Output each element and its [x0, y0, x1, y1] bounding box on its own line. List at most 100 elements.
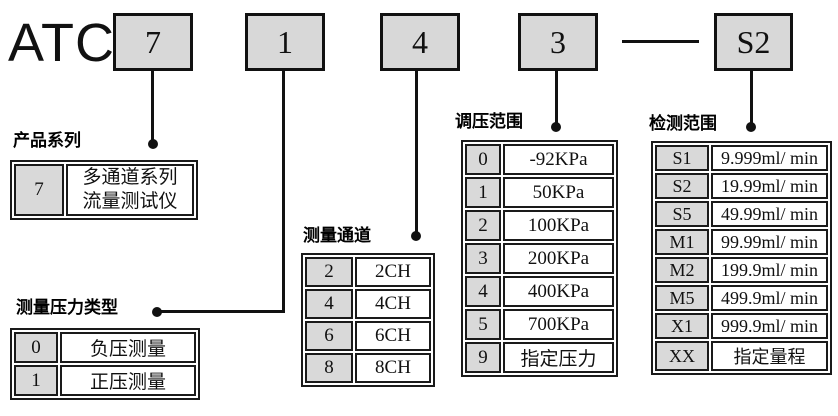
section-title-series: 产品系列 — [13, 131, 81, 150]
table-channels: 2 2CH 4 4CH 6 6CH 8 8CH — [301, 253, 435, 387]
regulation-code-cell: 0 — [465, 144, 501, 175]
channels-code-cell: 8 — [305, 353, 353, 383]
section-title-regulation: 调压范围 — [455, 112, 523, 131]
connector-line-pressure-type-vertical — [282, 70, 285, 313]
detection-code-cell: M5 — [655, 285, 709, 311]
table-row: 1 50KPa — [465, 177, 614, 208]
pressure-type-value-cell: 正压测量 — [60, 365, 196, 396]
detection-code-cell: S1 — [655, 145, 709, 171]
table-row: 0 负压测量 — [14, 332, 196, 363]
table-row: 2 2CH — [305, 257, 431, 287]
model-box-series: 7 — [113, 13, 193, 71]
model-box-channels-code: 4 — [412, 23, 428, 60]
table-series: 7 多通道系列 流量测试仪 — [10, 160, 198, 220]
table-regulation: 0 -92KPa 1 50KPa 2 100KPa 3 200KPa 4 400… — [461, 140, 618, 377]
model-box-pressure-type: 1 — [245, 13, 325, 71]
detection-code-cell: M1 — [655, 229, 709, 255]
table-row: 2 100KPa — [465, 210, 614, 241]
section-title-pressure-type: 测量压力类型 — [16, 298, 118, 317]
dash-separator — [622, 40, 699, 43]
regulation-code-cell: 2 — [465, 210, 501, 241]
series-code-cell: 7 — [14, 164, 64, 216]
regulation-value-cell: 100KPa — [503, 210, 614, 241]
table-row: X1 999.9ml/ min — [655, 313, 828, 339]
detection-value-cell: 指定量程 — [711, 341, 828, 371]
table-row: 4 4CH — [305, 289, 431, 319]
table-row: S1 9.999ml/ min — [655, 145, 828, 171]
regulation-code-cell: 5 — [465, 309, 501, 340]
section-title-detection: 检测范围 — [649, 114, 717, 133]
detection-code-cell: S5 — [655, 201, 709, 227]
table-row: 1 正压测量 — [14, 365, 196, 396]
channels-value-cell: 4CH — [355, 289, 431, 319]
regulation-value-cell: 指定压力 — [503, 342, 614, 373]
model-prefix: ATC — [8, 13, 115, 73]
table-row: 3 200KPa — [465, 243, 614, 274]
connector-line-detection — [750, 70, 753, 127]
regulation-value-cell: 50KPa — [503, 177, 614, 208]
connector-dot-detection — [746, 122, 756, 132]
series-value-line2: 流量测试仪 — [82, 191, 178, 212]
table-row: 9 指定压力 — [465, 342, 614, 373]
channels-value-cell: 8CH — [355, 353, 431, 383]
table-row: S5 49.99ml/ min — [655, 201, 828, 227]
regulation-value-cell: 400KPa — [503, 276, 614, 307]
detection-value-cell: 99.99ml/ min — [711, 229, 828, 255]
detection-value-cell: 9.999ml/ min — [711, 145, 828, 171]
regulation-value-cell: -92KPa — [503, 144, 614, 175]
table-detection: S1 9.999ml/ min S2 19.99ml/ min S5 49.99… — [651, 141, 832, 375]
channels-code-cell: 6 — [305, 321, 353, 351]
table-row: M2 199.9ml/ min — [655, 257, 828, 283]
pressure-type-code-cell: 0 — [14, 332, 58, 363]
model-box-regulation-code: 3 — [550, 23, 566, 60]
table-row: 4 400KPa — [465, 276, 614, 307]
detection-value-cell: 49.99ml/ min — [711, 201, 828, 227]
table-pressure-type: 0 负压测量 1 正压测量 — [10, 328, 200, 400]
regulation-code-cell: 9 — [465, 342, 501, 373]
connector-dot-regulation — [551, 122, 561, 132]
channels-code-cell: 2 — [305, 257, 353, 287]
model-box-detection: S2 — [714, 13, 793, 71]
table-row: 6 6CH — [305, 321, 431, 351]
table-row: 5 700KPa — [465, 309, 614, 340]
detection-value-cell: 199.9ml/ min — [711, 257, 828, 283]
table-row: 7 多通道系列 流量测试仪 — [14, 164, 194, 216]
table-row: M1 99.99ml/ min — [655, 229, 828, 255]
connector-dot-channels — [411, 231, 421, 241]
detection-code-cell: X1 — [655, 313, 709, 339]
channels-code-cell: 4 — [305, 289, 353, 319]
connector-dot-series — [148, 139, 158, 149]
table-row: 0 -92KPa — [465, 144, 614, 175]
regulation-code-cell: 1 — [465, 177, 501, 208]
channels-value-cell: 6CH — [355, 321, 431, 351]
regulation-code-cell: 3 — [465, 243, 501, 274]
connector-line-series — [151, 70, 154, 143]
connector-line-pressure-type-horizontal — [158, 310, 285, 313]
table-row: M5 499.9ml/ min — [655, 285, 828, 311]
model-box-series-code: 7 — [145, 23, 161, 60]
connector-line-channels — [415, 70, 418, 236]
regulation-value-cell: 200KPa — [503, 243, 614, 274]
model-box-detection-code: S2 — [736, 23, 771, 60]
detection-code-cell: M2 — [655, 257, 709, 283]
detection-code-cell: S2 — [655, 173, 709, 199]
table-row: XX 指定量程 — [655, 341, 828, 371]
series-value-line1: 多通道系列 — [82, 167, 178, 188]
table-row: S2 19.99ml/ min — [655, 173, 828, 199]
detection-value-cell: 499.9ml/ min — [711, 285, 828, 311]
model-box-pressure-type-code: 1 — [277, 23, 293, 60]
connector-dot-pressure-type — [152, 307, 162, 317]
detection-value-cell: 999.9ml/ min — [711, 313, 828, 339]
regulation-value-cell: 700KPa — [503, 309, 614, 340]
section-title-channels: 测量通道 — [303, 226, 371, 245]
pressure-type-code-cell: 1 — [14, 365, 58, 396]
connector-line-regulation — [555, 70, 558, 127]
detection-value-cell: 19.99ml/ min — [711, 173, 828, 199]
series-value-cell: 多通道系列 流量测试仪 — [66, 164, 194, 216]
model-box-channels: 4 — [380, 13, 460, 71]
detection-code-cell: XX — [655, 341, 709, 371]
table-row: 8 8CH — [305, 353, 431, 383]
model-box-regulation: 3 — [518, 13, 598, 71]
pressure-type-value-cell: 负压测量 — [60, 332, 196, 363]
